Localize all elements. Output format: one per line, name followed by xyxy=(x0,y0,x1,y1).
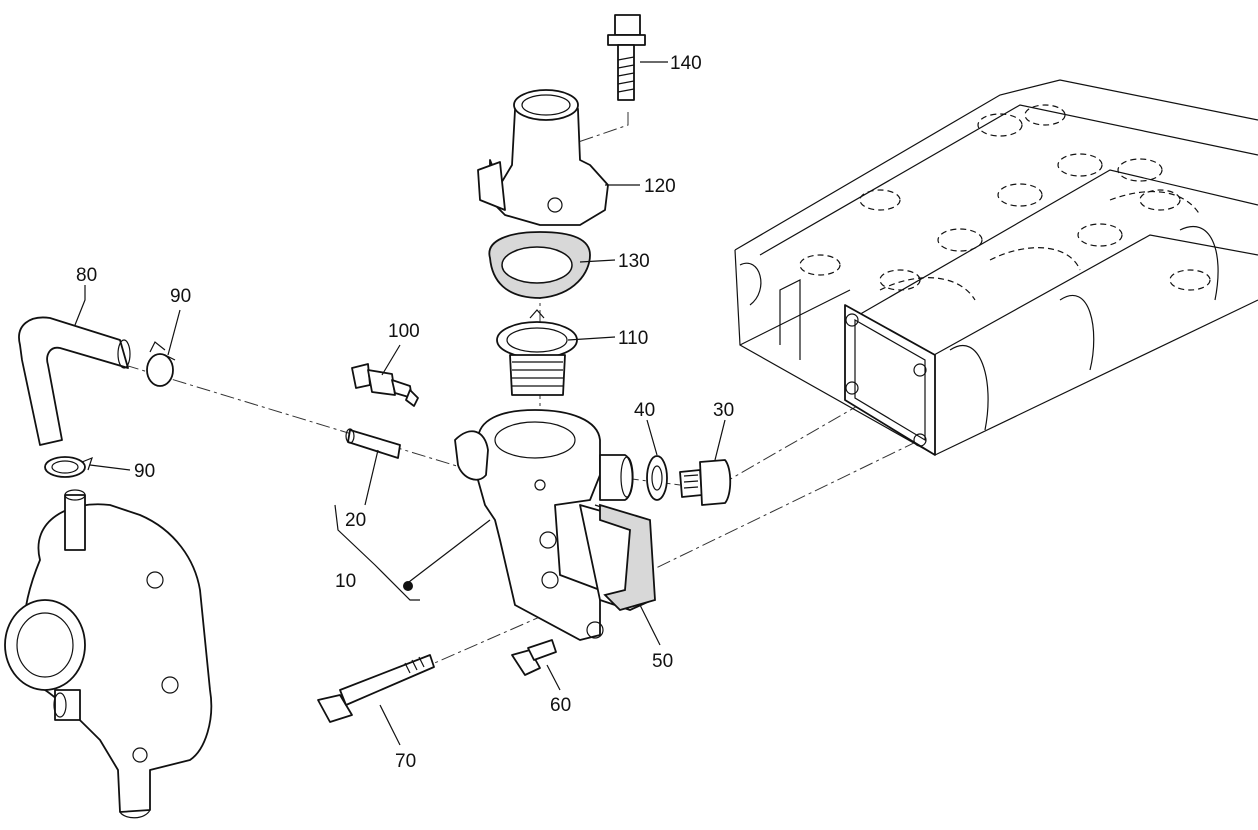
callout-20: 20 xyxy=(345,510,366,531)
callout-120: 120 xyxy=(644,176,676,197)
callout-70: 70 xyxy=(395,751,416,772)
callout-50: 50 xyxy=(652,651,673,672)
gasket-130 xyxy=(488,231,591,299)
sensor-100 xyxy=(351,363,419,407)
hose-clamp-90-bottom xyxy=(44,456,93,478)
callout-100: 100 xyxy=(388,321,420,342)
washer-40 xyxy=(646,455,668,501)
cylinder-head xyxy=(734,79,1258,456)
callout-labels: 140 120 130 110 100 80 90 90 40 30 20 10… xyxy=(76,53,734,772)
thermostat-110 xyxy=(496,309,578,396)
bolt-140 xyxy=(607,14,646,101)
callout-40: 40 xyxy=(634,400,655,421)
bolt-60 xyxy=(511,639,557,676)
callout-80: 80 xyxy=(76,265,97,286)
callout-90-top: 90 xyxy=(170,286,191,307)
callout-110: 110 xyxy=(618,328,648,349)
assembly-marker-dot xyxy=(403,581,413,591)
callout-90-bottom: 90 xyxy=(134,461,155,482)
thermostat-cover-120 xyxy=(477,89,609,226)
hose-clamp-90-top xyxy=(146,341,176,387)
hose-80 xyxy=(18,316,131,446)
callout-60: 60 xyxy=(550,695,571,716)
callout-130: 130 xyxy=(618,251,650,272)
leader-lines xyxy=(74,61,726,746)
water-pump xyxy=(4,489,213,819)
callout-30: 30 xyxy=(713,400,734,421)
plug-30 xyxy=(679,459,732,506)
callout-140: 140 xyxy=(670,53,702,74)
gasket-50 xyxy=(599,503,656,612)
pipe-20 xyxy=(345,428,401,459)
bolt-70 xyxy=(317,654,435,723)
callout-10: 10 xyxy=(335,571,356,592)
